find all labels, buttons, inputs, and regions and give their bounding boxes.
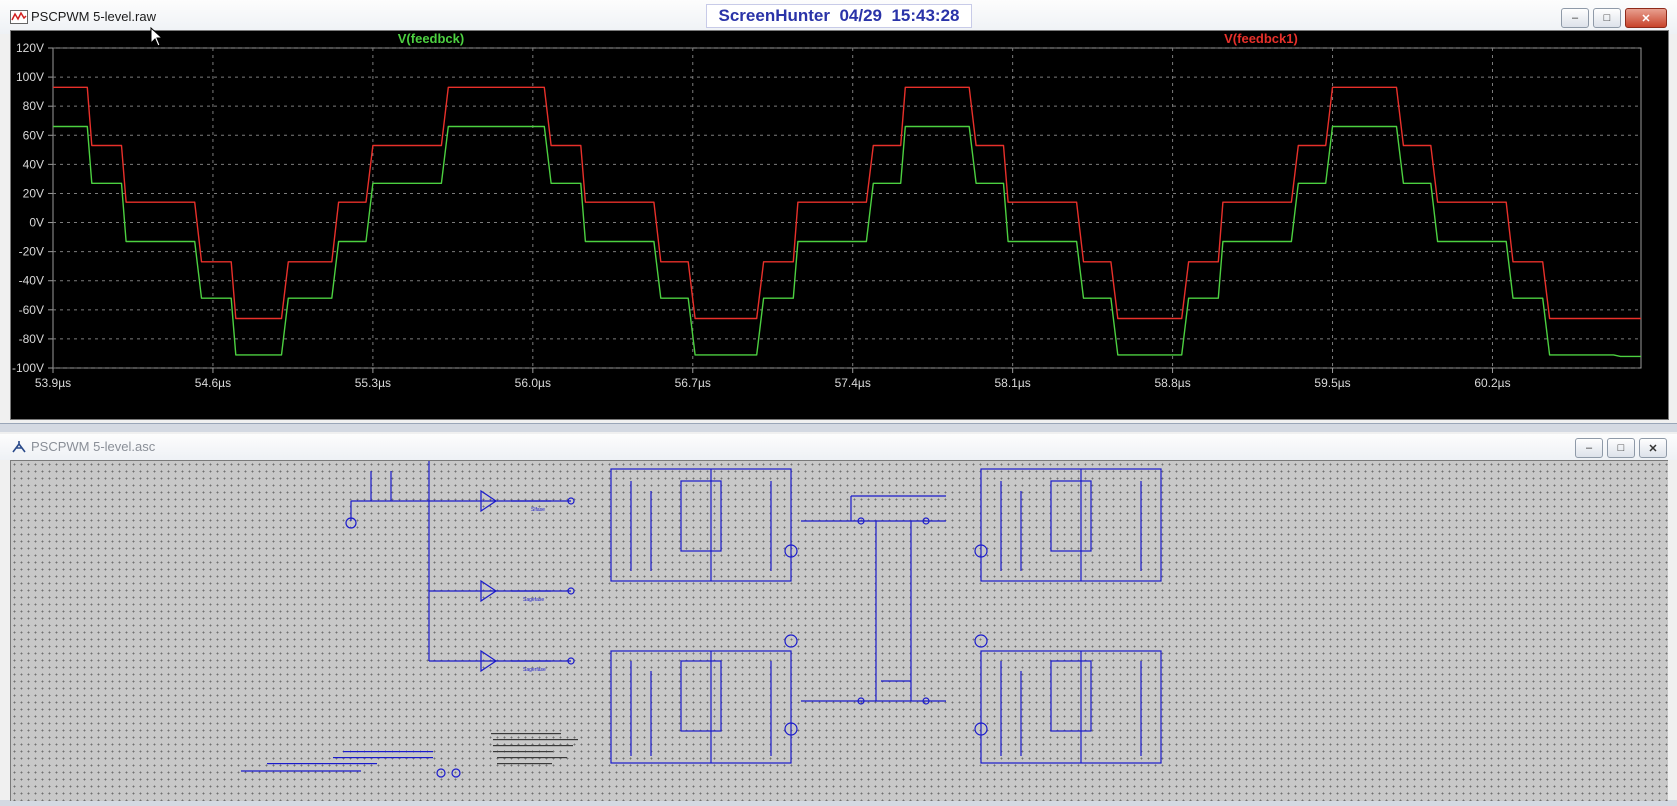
waveform-plot-pane[interactable]: 120V 100V 80V 60V 40V 20V 0V -20V -40V -60V -80V -1… xyxy=(10,30,1669,420)
x-tick-label: 57.4µs xyxy=(835,376,871,390)
stamp-date: 04/29 xyxy=(839,6,882,25)
series-line xyxy=(53,86,1641,320)
schematic-minimize-button[interactable]: – xyxy=(1575,438,1603,458)
minimize-icon: – xyxy=(1571,12,1579,24)
waveform-icon xyxy=(10,10,28,24)
y-tick-label: 40V xyxy=(23,157,44,171)
y-tick-label: -20V xyxy=(19,245,44,259)
x-tick-label: 54.6µs xyxy=(195,376,231,390)
series-line xyxy=(53,125,1641,358)
x-tick-label: 58.8µs xyxy=(1154,376,1190,390)
trace-label: V(feedbck) xyxy=(398,31,464,46)
schematic-close-button[interactable]: ✕ xyxy=(1639,438,1667,458)
net-label-slfase: Slfase xyxy=(531,507,545,513)
close-icon: ✕ xyxy=(1641,12,1651,25)
x-tick-label: 53.9µs xyxy=(35,376,71,390)
mouse-pointer-icon xyxy=(150,27,164,47)
y-tick-label: -80V xyxy=(19,332,44,346)
y-tick-label: 20V xyxy=(23,186,44,200)
stamp-app: ScreenHunter xyxy=(718,6,830,25)
screenhunter-stamp: ScreenHunter 04/29 15:43:28 xyxy=(706,4,972,28)
waveform-window-title: PSCPWM 5-level.raw xyxy=(31,9,156,24)
y-tick-label: -100V xyxy=(12,361,44,375)
net-label-sagefase: Sagefase xyxy=(523,597,544,603)
schematic-titlebar[interactable]: PSCPWM 5-level.asc – □ ✕ xyxy=(0,434,1677,460)
maximize-button[interactable]: □ xyxy=(1593,8,1621,28)
schematic-drawing[interactable]: Slfase Sagefase Sagerfase xyxy=(11,461,1668,801)
x-tick-label: 56.0µs xyxy=(515,376,551,390)
close-icon: ✕ xyxy=(1648,442,1658,455)
schematic-maximize-button[interactable]: □ xyxy=(1607,438,1635,458)
y-tick-label: 80V xyxy=(23,99,44,113)
maximize-icon: □ xyxy=(1617,442,1625,454)
y-tick-label: 100V xyxy=(16,70,44,84)
x-tick-label: 58.1µs xyxy=(995,376,1031,390)
stamp-time: 15:43:28 xyxy=(891,6,960,25)
minimize-icon: – xyxy=(1585,442,1593,454)
x-tick-label: 59.5µs xyxy=(1314,376,1350,390)
net-label-sagerfase: Sagerfase xyxy=(523,667,546,673)
y-tick-label: -60V xyxy=(19,303,44,317)
schematic-window-title: PSCPWM 5-level.asc xyxy=(31,439,156,454)
waveform-chart[interactable]: 120V 100V 80V 60V 40V 20V 0V -20V -40V -60V -80V -1… xyxy=(11,31,1668,419)
close-button[interactable]: ✕ xyxy=(1625,8,1667,28)
y-tick-label: 60V xyxy=(23,128,44,142)
x-tick-label: 55.3µs xyxy=(355,376,391,390)
x-tick-label: 56.7µs xyxy=(675,376,711,390)
plot-area-frame xyxy=(52,47,1642,369)
y-tick-label: -40V xyxy=(19,274,44,288)
maximize-icon: □ xyxy=(1603,12,1611,24)
schematic-canvas[interactable]: Slfase Sagefase Sagerfase xyxy=(10,460,1668,801)
y-tick-label: 0V xyxy=(29,216,44,230)
y-tick-label: 120V xyxy=(16,41,44,55)
waveform-window: PSCPWM 5-level.raw – □ ✕ 120V 100V 80V 60V 4… xyxy=(0,0,1677,424)
schematic-icon xyxy=(12,441,26,453)
x-tick-label: 60.2µs xyxy=(1474,376,1510,390)
minimize-button[interactable]: – xyxy=(1561,8,1589,28)
trace-label: V(feedbck1) xyxy=(1224,31,1298,46)
